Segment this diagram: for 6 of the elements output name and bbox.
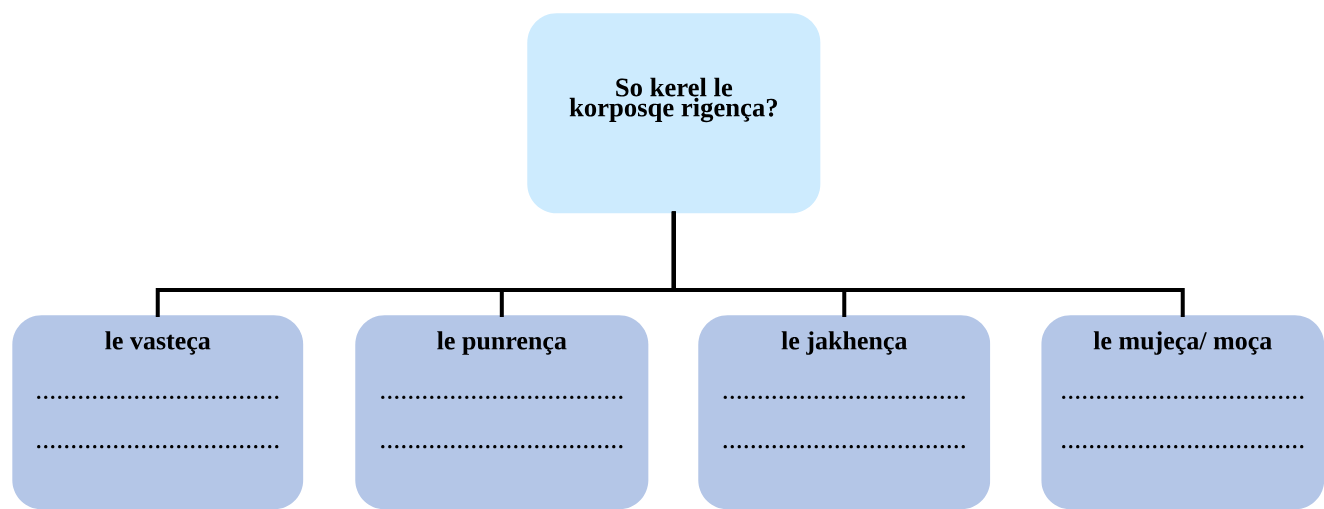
connector-line xyxy=(671,211,1185,317)
category-box: le vasteça ................................... ................................... xyxy=(12,315,304,509)
question-box: So kerel le korposqe rigença? xyxy=(527,13,821,214)
category-box: le jakhença ................................... ................................... xyxy=(698,315,991,509)
category-box: le mujeça/ moça ................................... ................................... xyxy=(1041,315,1324,509)
category-box: le punrença ................................... ................................... xyxy=(355,315,649,509)
